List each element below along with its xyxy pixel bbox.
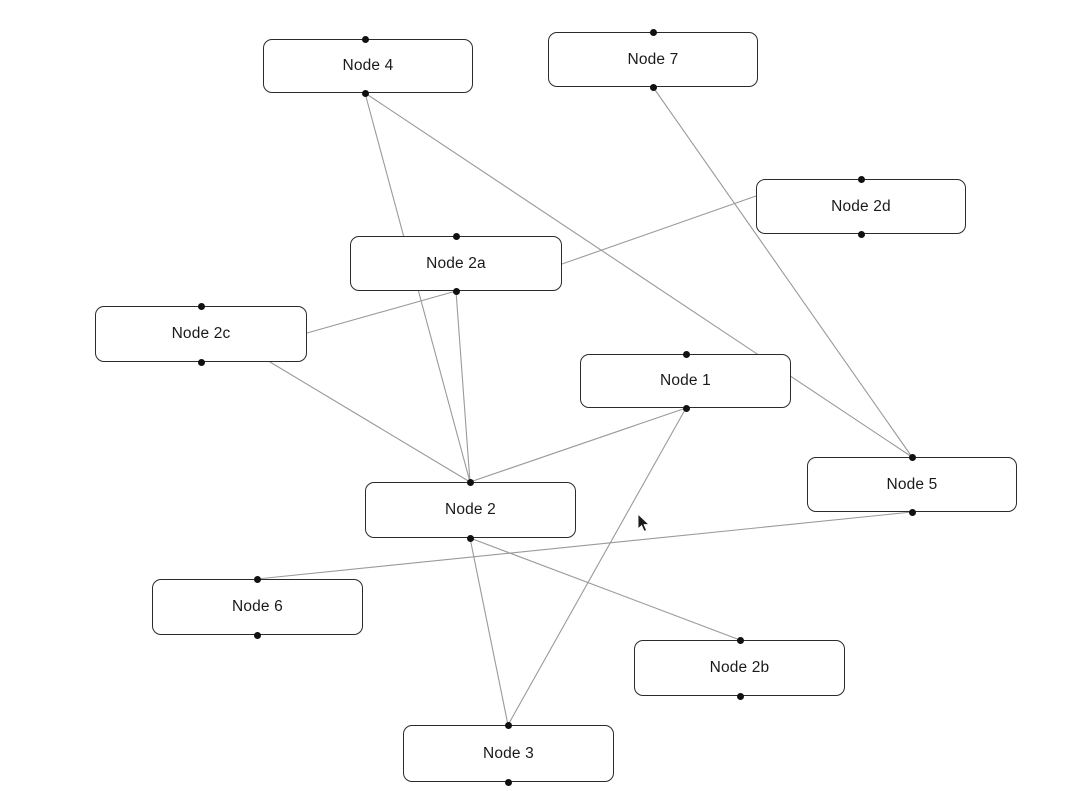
node-label-node2d: Node 2d bbox=[831, 197, 891, 215]
port-top-node6[interactable] bbox=[253, 575, 261, 583]
port-bottom-node2d[interactable] bbox=[857, 230, 865, 238]
port-bottom-node2b[interactable] bbox=[736, 692, 744, 700]
port-top-node2[interactable] bbox=[466, 478, 474, 486]
graph-node-node2a[interactable]: Node 2a bbox=[350, 236, 562, 291]
graph-node-node2c[interactable]: Node 2c bbox=[95, 306, 307, 362]
port-top-node2c[interactable] bbox=[197, 302, 205, 310]
graph-node-node2[interactable]: Node 2 bbox=[365, 482, 576, 538]
node-label-node5: Node 5 bbox=[886, 475, 938, 493]
port-bottom-node6[interactable] bbox=[253, 631, 261, 639]
port-bottom-node2a[interactable] bbox=[452, 287, 460, 295]
port-top-node4[interactable] bbox=[361, 35, 369, 43]
port-bottom-node2c[interactable] bbox=[197, 358, 205, 366]
node-label-node4: Node 4 bbox=[342, 57, 394, 75]
port-top-node1[interactable] bbox=[682, 350, 690, 358]
graph-node-node4[interactable]: Node 4 bbox=[263, 39, 473, 93]
node-label-node6: Node 6 bbox=[232, 598, 283, 616]
graph-edge-node2-to-node2b[interactable] bbox=[469, 537, 741, 641]
node-label-node2a: Node 2a bbox=[426, 254, 486, 272]
port-bottom-node5[interactable] bbox=[908, 508, 916, 516]
graph-edge-node1-to-node2[interactable] bbox=[469, 407, 687, 483]
graph-edge-node2a-to-node2c[interactable] bbox=[306, 290, 457, 334]
port-bottom-node3[interactable] bbox=[504, 778, 512, 786]
node-label-node7: Node 7 bbox=[627, 50, 679, 68]
node-label-node1: Node 1 bbox=[660, 372, 711, 390]
graph-edge-node2a-to-node2[interactable] bbox=[455, 290, 471, 483]
port-bottom-node7[interactable] bbox=[649, 83, 657, 91]
node-label-node3: Node 3 bbox=[483, 744, 534, 762]
port-top-node2d[interactable] bbox=[857, 175, 865, 183]
graph-node-node5[interactable]: Node 5 bbox=[807, 457, 1017, 512]
port-top-node3[interactable] bbox=[504, 721, 512, 729]
port-bottom-node2[interactable] bbox=[466, 534, 474, 542]
graph-node-node6[interactable]: Node 6 bbox=[152, 579, 363, 635]
graph-node-node2d[interactable]: Node 2d bbox=[756, 179, 966, 234]
graph-node-node2b[interactable]: Node 2b bbox=[634, 640, 845, 696]
graph-node-node3[interactable]: Node 3 bbox=[403, 725, 614, 782]
port-top-node7[interactable] bbox=[649, 28, 657, 36]
graph-node-node1[interactable]: Node 1 bbox=[580, 354, 791, 408]
graph-edge-node2-to-node3[interactable] bbox=[469, 537, 509, 726]
node-label-node2c: Node 2c bbox=[171, 325, 231, 343]
port-top-node2a[interactable] bbox=[452, 232, 460, 240]
mouse-pointer-icon bbox=[637, 513, 651, 532]
port-bottom-node4[interactable] bbox=[361, 89, 369, 97]
port-bottom-node1[interactable] bbox=[682, 404, 690, 412]
port-top-node2b[interactable] bbox=[736, 636, 744, 644]
graph-edge-node2d-to-node2a[interactable] bbox=[561, 195, 757, 265]
node-label-node2b: Node 2b bbox=[709, 659, 770, 677]
port-top-node5[interactable] bbox=[908, 453, 916, 461]
graph-node-node7[interactable]: Node 7 bbox=[548, 32, 758, 87]
node-label-node2: Node 2 bbox=[445, 501, 496, 519]
graph-edge-node5-to-node6[interactable] bbox=[256, 511, 913, 580]
graph-edge-node2c-to-node2[interactable] bbox=[269, 361, 471, 483]
